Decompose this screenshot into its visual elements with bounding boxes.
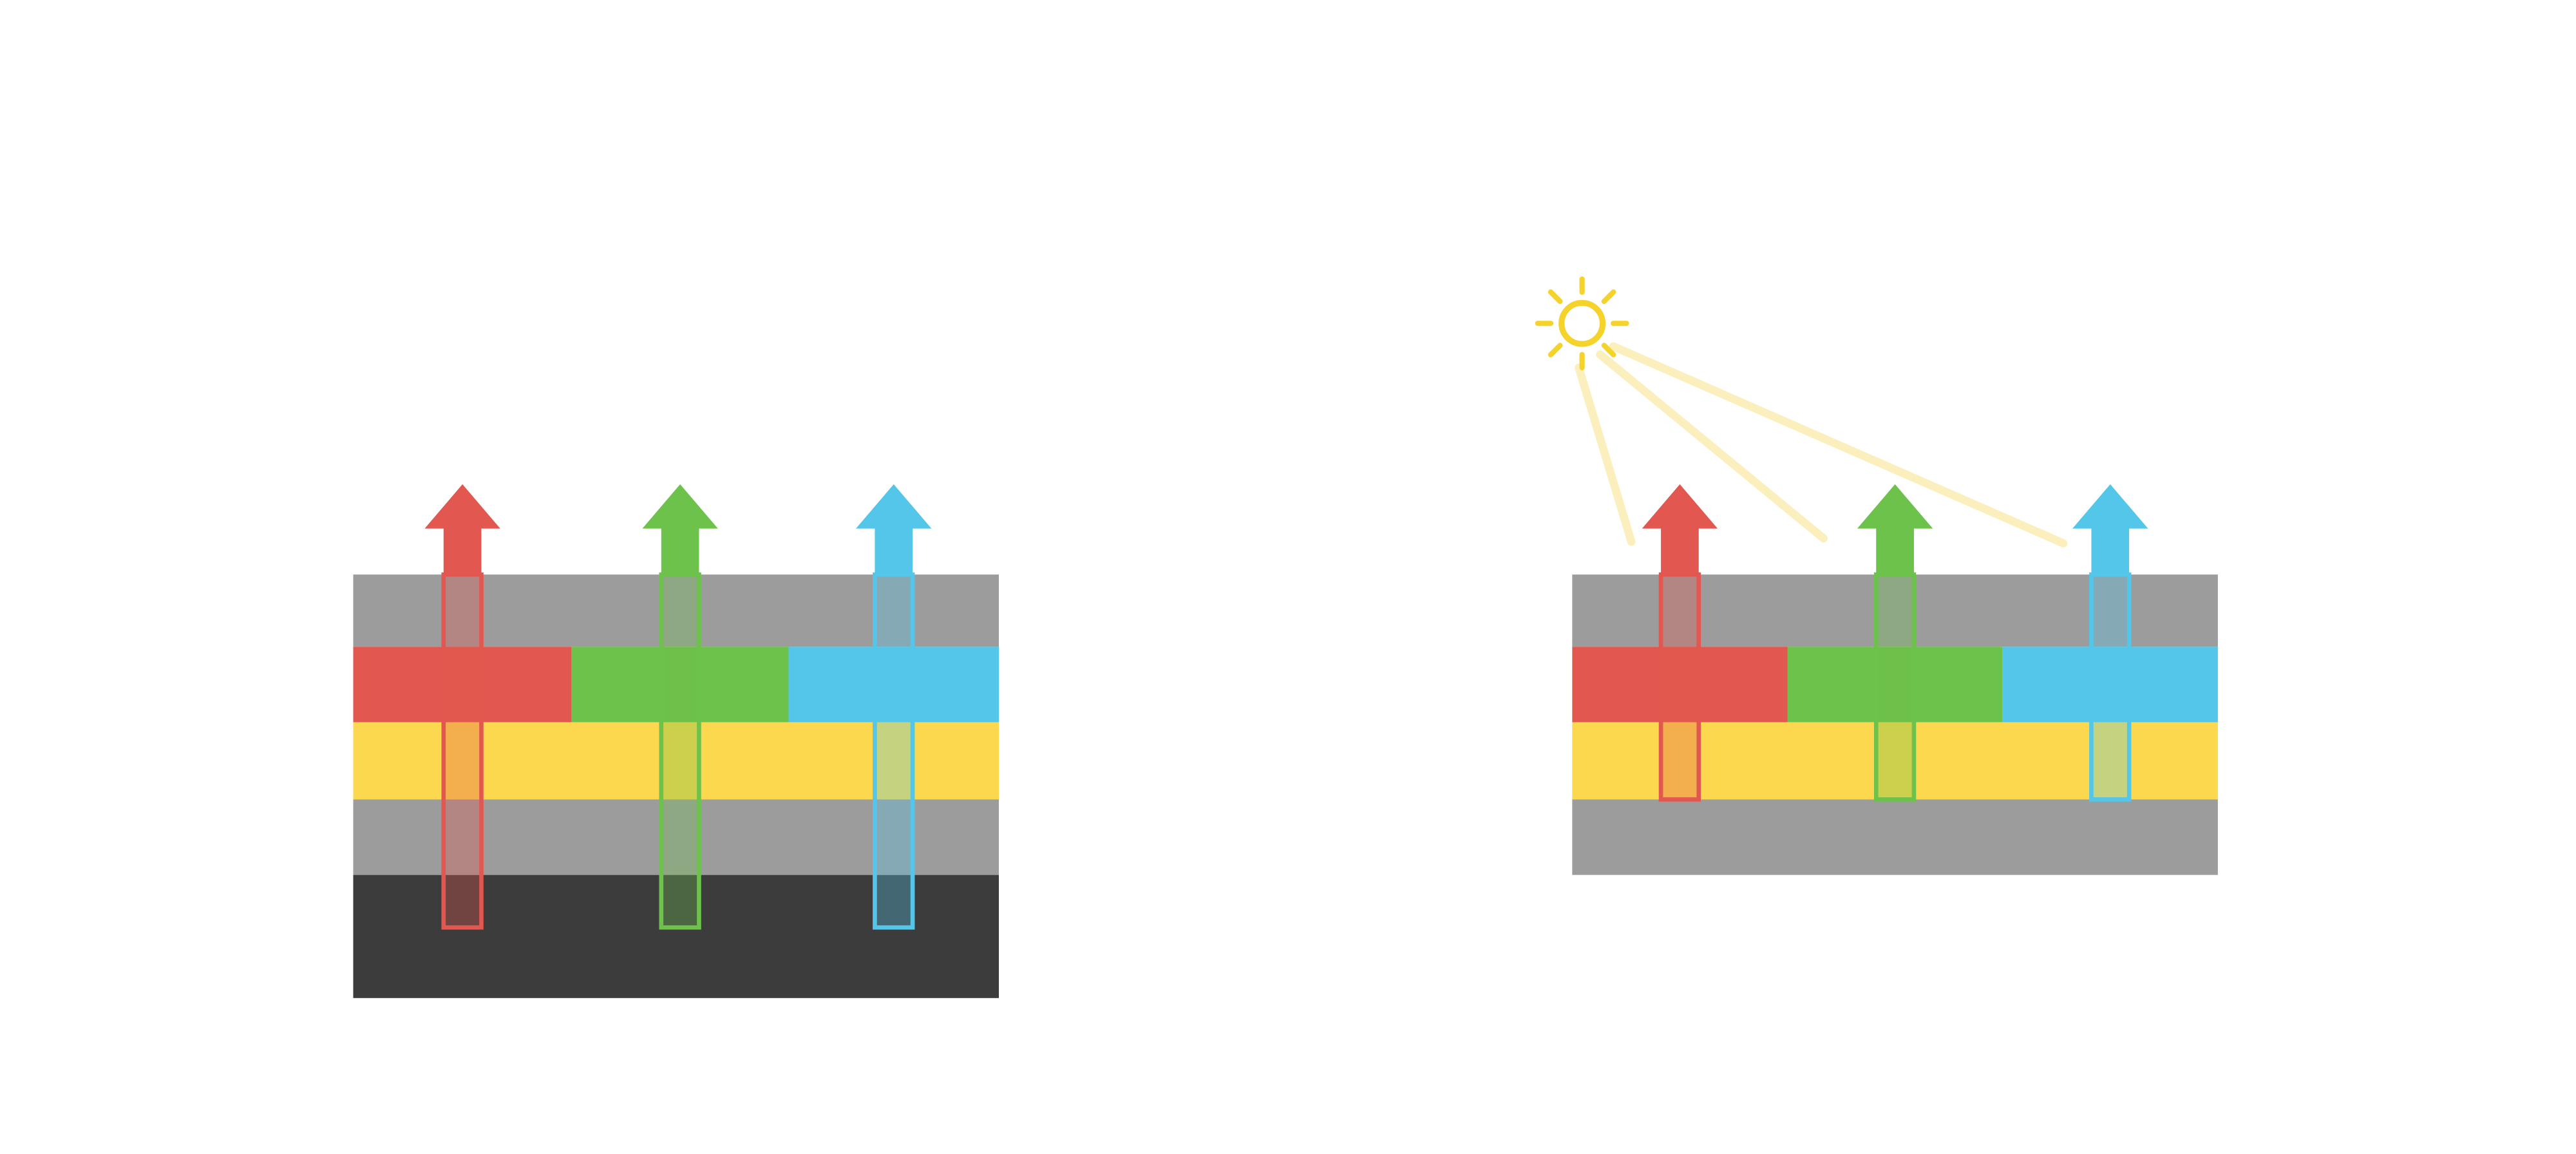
green-arrow-head: [1857, 484, 1933, 575]
cyan-arrow-head: [2072, 484, 2148, 575]
right-cyan-subpixel: [2002, 647, 2218, 723]
sun-beam-right: [1609, 342, 2068, 548]
cyan-arrow-head: [856, 484, 932, 575]
left-cyan-light-arrow: [856, 484, 932, 930]
right-bottom-gray-layer: [1572, 799, 2218, 875]
left-red-light-arrow: [424, 484, 500, 930]
left-dark-backplane-layer: [353, 875, 999, 998]
left-green-subpixel: [571, 647, 789, 723]
sun-ray-sw: [1548, 343, 1563, 357]
right-top-gray-layer: [1572, 574, 2218, 647]
red-arrow-shaft: [1658, 572, 1701, 802]
red-arrow-head: [424, 484, 500, 575]
right-green-subpixel: [1787, 647, 2003, 723]
right-red-subpixel: [1572, 647, 1788, 723]
green-arrow-head: [642, 484, 718, 575]
sun-rays: [1535, 276, 1629, 371]
red-arrow-head: [1642, 484, 1718, 575]
cyan-arrow-shaft: [873, 572, 915, 930]
left-mid-gray-layer: [353, 799, 999, 875]
red-arrow-shaft: [441, 572, 484, 930]
sun-beam-middle: [1596, 350, 1828, 543]
sunlit-display-diagram: [1535, 276, 2218, 875]
sun: [1535, 276, 1629, 371]
sun-beams: [1575, 342, 2068, 548]
backlit-display-diagram: [353, 484, 999, 998]
green-arrow-shaft: [659, 572, 701, 930]
right-cyan-light-arrow: [2072, 484, 2148, 802]
left-top-gray-layer: [353, 574, 999, 647]
sun-beam-left: [1575, 363, 1636, 546]
green-arrow-shaft: [1873, 572, 1917, 802]
sun-ray-nw: [1548, 289, 1563, 305]
left-cyan-subpixel: [788, 647, 999, 723]
right-yellow-layer: [1572, 722, 2218, 800]
sun-ray-se: [1601, 343, 1616, 357]
cyan-arrow-shaft: [2089, 572, 2132, 802]
left-red-subpixel: [353, 647, 572, 723]
sun-ray-ne: [1601, 289, 1616, 305]
left-yellow-layer: [353, 722, 999, 800]
sun-icon: [1558, 299, 1606, 347]
